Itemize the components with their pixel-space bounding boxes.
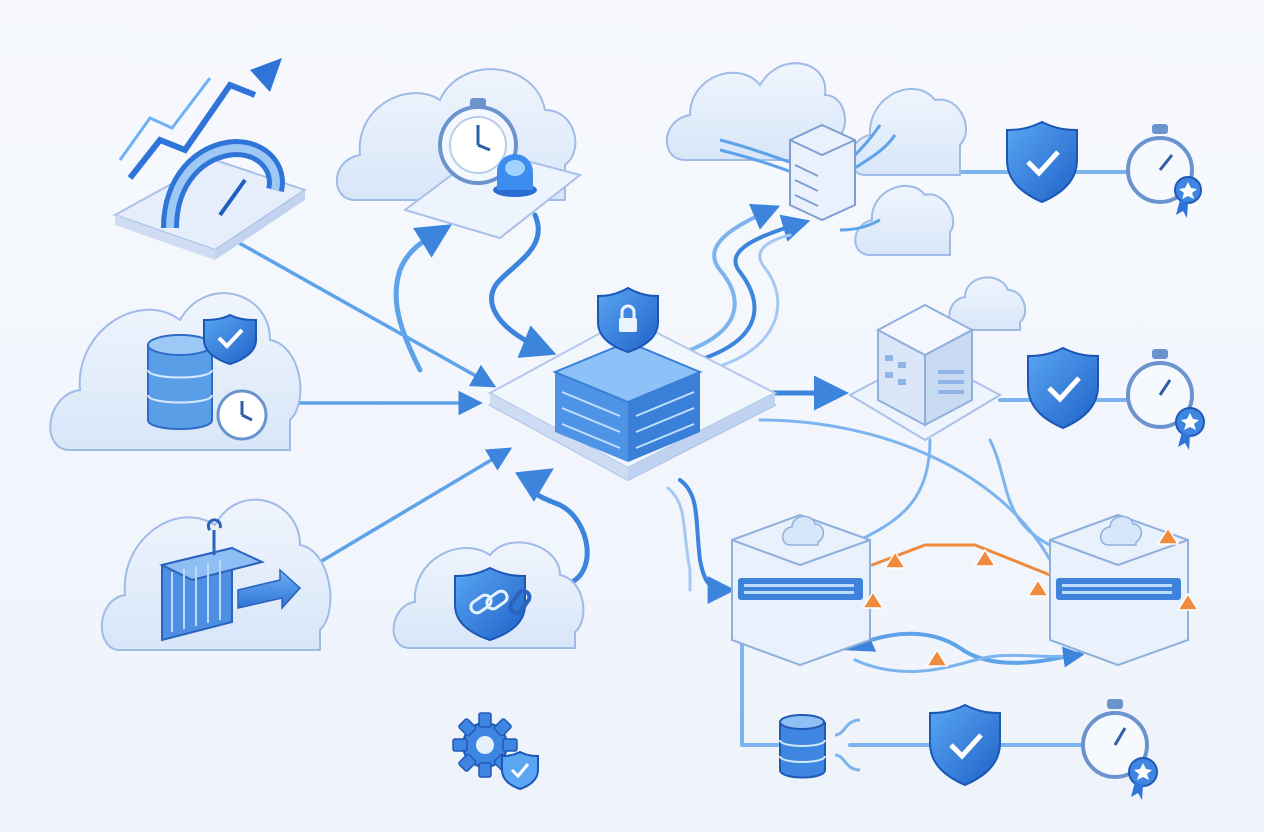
connector-racks-warning xyxy=(870,543,1052,577)
connector-racks-bottom-2 xyxy=(853,646,1085,674)
server-rack-right xyxy=(1049,513,1189,667)
connector-hub-cluster-1 xyxy=(688,203,781,352)
stopwatch-badge-icon xyxy=(1081,699,1158,800)
connector-links-hub xyxy=(514,468,590,588)
warning-triangle-icon xyxy=(1156,526,1180,545)
shield-check-icon xyxy=(1027,346,1099,430)
warning-triangle-icon xyxy=(1026,578,1050,597)
server-rack-left xyxy=(731,513,871,667)
connector-hub-cluster-3 xyxy=(718,233,792,368)
shield-check-icon xyxy=(929,703,1001,787)
connector-hub-monitoring-up xyxy=(393,224,452,373)
connector-container-hub xyxy=(308,447,513,570)
secure-database-clock-icon xyxy=(49,292,302,451)
stopwatch-badge-icon xyxy=(1126,124,1202,218)
connector-hub-rack-left-2 xyxy=(666,486,692,592)
connector-analytics-hub xyxy=(223,233,497,388)
warning-triangle-icon xyxy=(973,548,997,567)
connector-monitoring-hub-down xyxy=(489,212,557,358)
cloud-cluster xyxy=(665,62,967,256)
connector-building-rack-left xyxy=(858,438,932,542)
stopwatch-alert-icon xyxy=(335,68,583,240)
connector-racks-bottom xyxy=(844,626,1092,665)
secure-server-hub-icon xyxy=(487,286,778,482)
building-icon xyxy=(847,276,1027,442)
warning-triangle-icon xyxy=(925,648,949,667)
warning-triangles xyxy=(861,526,1200,667)
trending-gauge-icon xyxy=(112,58,308,260)
gear-shield-icon xyxy=(452,712,539,791)
warning-triangle-icon xyxy=(883,550,907,569)
warning-triangle-icon xyxy=(1176,592,1200,611)
shield-chain-icon xyxy=(392,541,585,649)
shipping-container-icon xyxy=(100,498,332,651)
connector-rack-db xyxy=(740,633,780,747)
connector-hub-cluster-2 xyxy=(703,214,811,360)
warning-triangle-icon xyxy=(861,590,885,609)
connectors xyxy=(223,170,1132,747)
shield-check-icon xyxy=(1006,120,1078,204)
stopwatch-badge-icon xyxy=(1126,349,1205,450)
connector-hub-rack-left xyxy=(678,478,736,604)
database-icon xyxy=(779,714,861,779)
connector-building-rack-right xyxy=(988,438,1052,547)
